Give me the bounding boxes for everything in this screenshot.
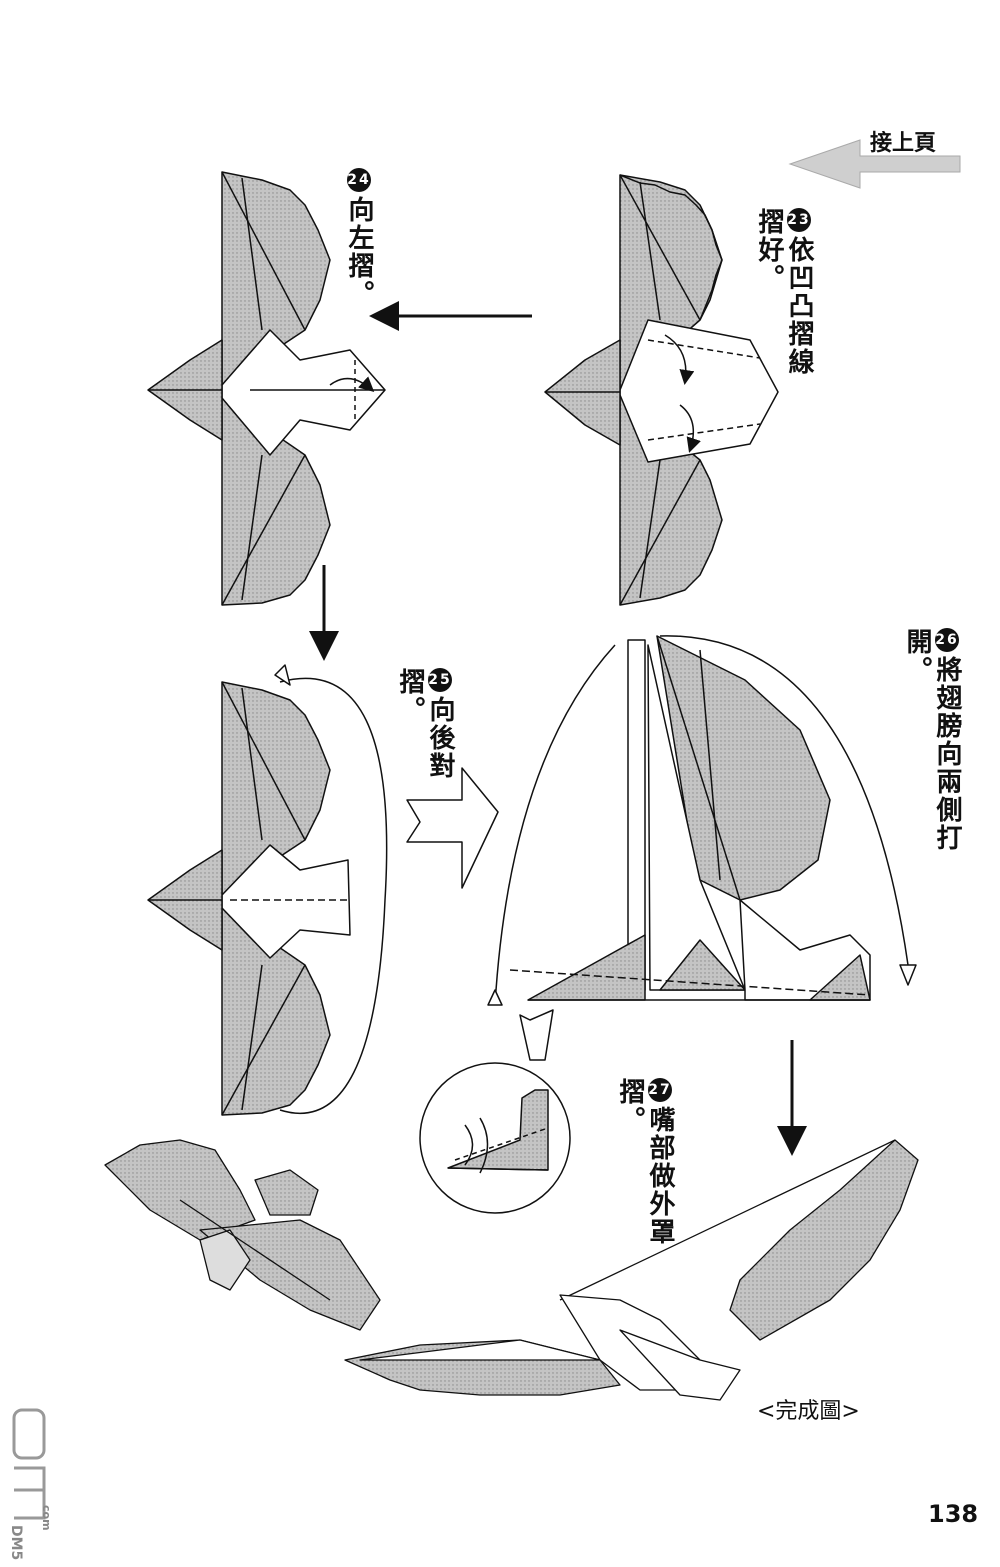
step-24-text: 向左摺。: [344, 196, 374, 308]
finished-model-large: [344, 1139, 919, 1401]
step-23-instruction: 23依凹凸摺線摺好。: [750, 208, 814, 383]
step-25-model: [147, 664, 388, 1116]
step-25-instruction: 25向後對摺。: [395, 668, 455, 818]
step-23-model: [544, 174, 779, 606]
finished-caption: <完成圖>: [757, 1399, 860, 1424]
continue-label: 接上頁: [870, 131, 937, 156]
step-24-model: [147, 171, 386, 606]
step-26-model: [487, 635, 917, 1006]
finished-model-small: [104, 1139, 381, 1331]
watermark-logo: DM5: [8, 1525, 24, 1561]
step-23-text: 依凹凸摺線摺好。: [754, 208, 814, 376]
step-number-badge: 23: [787, 208, 811, 232]
step-number-badge: 24: [347, 168, 371, 192]
step-26-instruction: 26將翅膀向兩側打開。: [902, 628, 962, 888]
step-number-badge: 26: [935, 628, 959, 652]
step-26-text: 將翅膀向兩側打開。: [902, 628, 962, 852]
continue-arrow-icon: [788, 139, 961, 189]
step-24-instruction: 24 向左摺。: [344, 168, 374, 308]
page-number: 138: [928, 1500, 979, 1528]
step-27-text: 嘴部做外罩摺。: [615, 1078, 675, 1246]
step-27-instruction: 27嘴部做外罩摺。: [615, 1078, 675, 1278]
step-27-beak-detail: [419, 1009, 571, 1214]
step-25-text: 向後對摺。: [395, 668, 455, 780]
dm5-logo-icon: [12, 1408, 46, 1520]
step-number-badge: 27: [648, 1078, 672, 1102]
step-arrow-25-26: [406, 767, 499, 889]
step-number-badge: 25: [428, 668, 452, 692]
watermark-sub: com: [40, 1505, 53, 1531]
